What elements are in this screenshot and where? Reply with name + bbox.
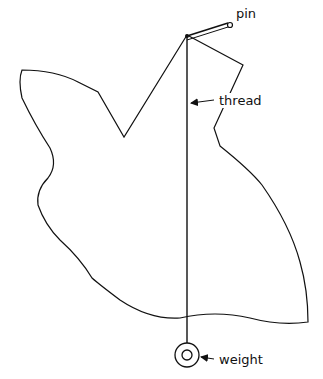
weight-leader xyxy=(201,357,214,359)
thread-label: thread xyxy=(217,93,264,108)
thread-leader xyxy=(191,100,214,103)
pin-shaft xyxy=(187,23,228,36)
pin-label: pin xyxy=(234,6,258,21)
irregular-shape xyxy=(20,35,308,323)
thread-line xyxy=(186,36,187,343)
weight-label: weight xyxy=(217,352,265,367)
pin-head xyxy=(228,23,233,28)
pin-shaft-edge xyxy=(187,27,228,40)
weight-outer xyxy=(175,343,199,367)
weight-inner xyxy=(182,350,192,360)
